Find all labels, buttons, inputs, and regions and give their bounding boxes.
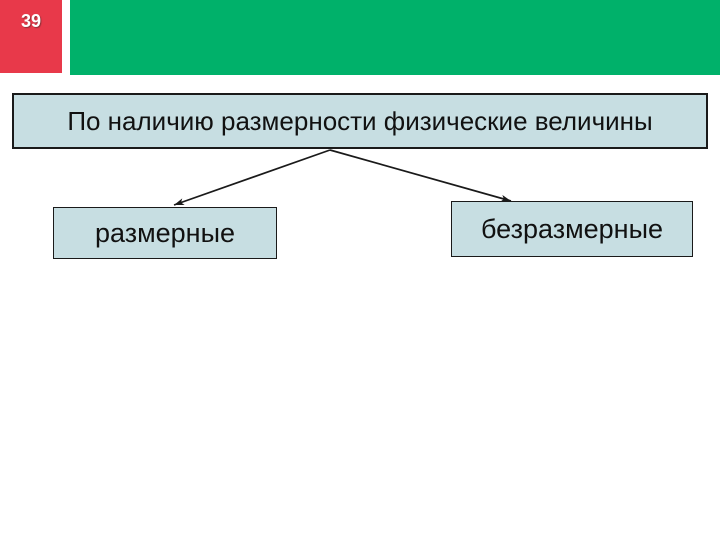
node-dimensional: размерные	[53, 207, 277, 259]
connector-arrow-right	[329, 149, 512, 202]
node-dimensionless: безразмерные	[451, 201, 693, 257]
top-banner	[70, 0, 720, 75]
connector-arrow-left	[173, 149, 331, 206]
diagram-title-box: По наличию размерности физические величи…	[12, 93, 708, 149]
node-dimensionless-label: безразмерные	[481, 213, 663, 244]
node-dimensional-label: размерные	[94, 217, 236, 248]
slide-number-badge: 39	[0, 0, 62, 73]
diagram-title: По наличию размерности физические величи…	[67, 105, 653, 136]
slide-number: 39	[20, 11, 42, 31]
